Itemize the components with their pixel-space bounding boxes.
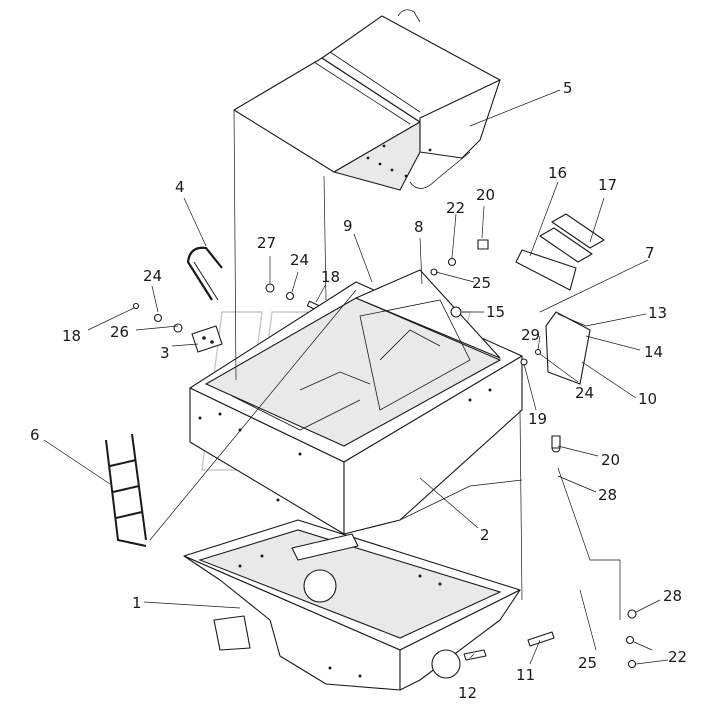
callout-23: 22 (446, 199, 465, 217)
callout-16: 16 (548, 164, 567, 182)
callout-4: 4 (175, 178, 185, 196)
part-11-pin (527, 631, 555, 647)
callout-6: 6 (30, 426, 40, 444)
callout-5: 5 (563, 79, 573, 97)
callout-18-top: 18 (321, 268, 340, 286)
callout-2: 2 (480, 526, 490, 544)
part-17-side-plates (539, 213, 605, 263)
callout-12: 12 (458, 684, 477, 702)
callout-18-left: 18 (62, 327, 81, 345)
callout-22: 22 (668, 648, 687, 666)
callout-19: 19 (528, 410, 547, 428)
callout-20: 20 (601, 451, 620, 469)
callout-13: 13 (648, 304, 667, 322)
callout-27-top: 27 (257, 234, 276, 252)
hardware-right-cluster (430, 239, 637, 669)
callout-28-bottom: 28 (663, 587, 682, 605)
callout-15: 15 (486, 303, 505, 321)
callout-24-right: 24 (575, 384, 594, 402)
part-6-ladder (105, 433, 147, 547)
part-3-bracket (191, 325, 223, 353)
callout-24-top: 24 (290, 251, 309, 269)
callout-29: 29 (521, 326, 540, 344)
callout-labels: 5 4 27 24 18 24 18 26 3 9 8 22 20 25 15 … (30, 79, 687, 702)
callout-24-left: 24 (143, 267, 162, 285)
part-1-lower-base (183, 519, 521, 691)
callout-11: 11 (516, 666, 535, 684)
part-16-cover-plate (515, 249, 577, 291)
callout-27-left: 26 (110, 323, 129, 341)
callout-10: 10 (638, 390, 657, 408)
callout-9: 9 (343, 217, 353, 235)
callout-28-top: 28 (598, 486, 617, 504)
callout-17: 17 (598, 176, 617, 194)
part-4-handle (186, 246, 223, 301)
callout-14: 14 (644, 343, 663, 361)
callout-26: 25 (472, 274, 491, 292)
part-12-pin (463, 649, 487, 661)
part-2-hopper-body (189, 269, 523, 535)
callout-21: 20 (476, 186, 495, 204)
part-10-hinged-plate (545, 311, 591, 385)
assembly-guide-lines (149, 109, 621, 651)
callout-25: 25 (578, 654, 597, 672)
callout-7: 7 (645, 244, 655, 262)
part-5-top-cover (233, 9, 501, 191)
callout-8: 8 (414, 218, 424, 236)
callout-leaders (43, 89, 669, 665)
callout-3: 3 (160, 344, 170, 362)
callout-1: 1 (132, 594, 142, 612)
